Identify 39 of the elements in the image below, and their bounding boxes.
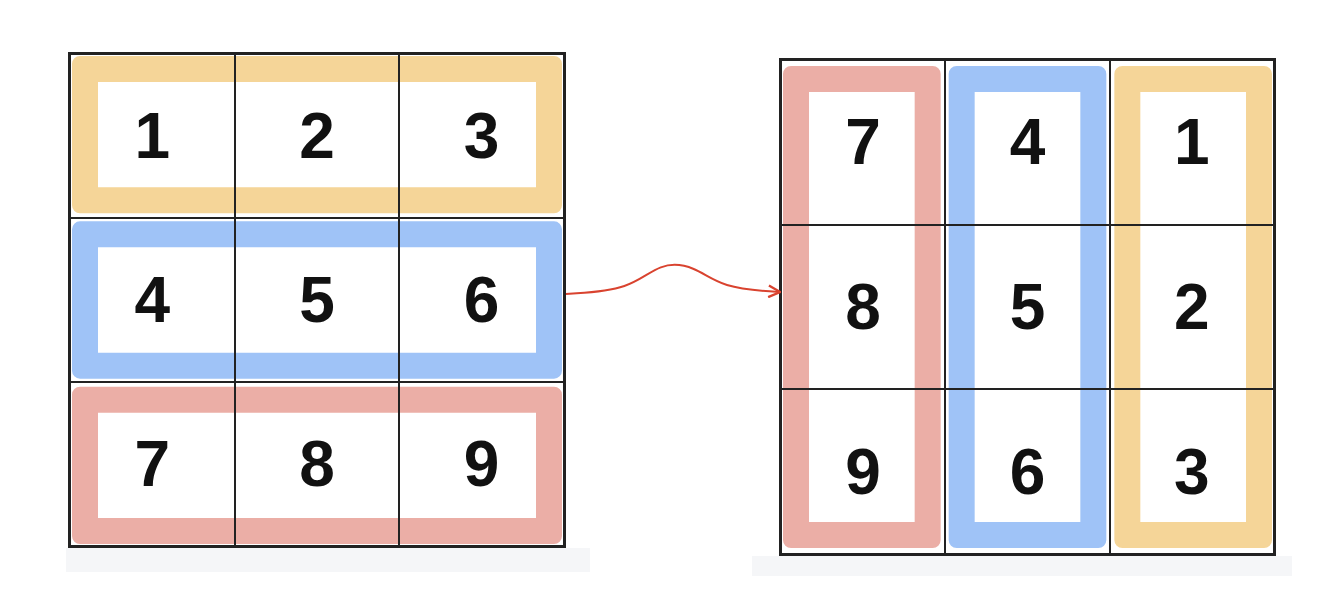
grid-cell xyxy=(70,218,235,382)
cell-number: 5 xyxy=(299,268,335,332)
grid-cell xyxy=(70,54,235,218)
grid-cell xyxy=(70,382,235,546)
cell-number: 7 xyxy=(845,110,881,175)
grid-cell xyxy=(234,382,400,546)
grid-cell xyxy=(945,60,1110,225)
grid-cell xyxy=(945,389,1110,554)
cell-number: 9 xyxy=(845,439,881,504)
cell-number: 4 xyxy=(134,268,171,332)
grid-cell xyxy=(781,389,946,554)
grid xyxy=(68,52,566,548)
grid-cell xyxy=(399,218,564,382)
cell-number: 8 xyxy=(299,432,335,496)
cell-number: 3 xyxy=(463,104,500,168)
grid-cell xyxy=(1109,60,1274,225)
cell-number: 8 xyxy=(845,275,881,339)
cell-number: 2 xyxy=(299,104,335,168)
grid-cell xyxy=(399,54,564,218)
grid-cell xyxy=(234,218,400,382)
grid-cell xyxy=(234,54,400,218)
cell-number: 7 xyxy=(134,432,171,496)
grid xyxy=(779,58,1276,556)
cell-number: 2 xyxy=(1174,275,1210,339)
grid-cell xyxy=(781,224,946,390)
cell-number: 6 xyxy=(1009,439,1046,504)
cell-number: 1 xyxy=(1174,110,1210,175)
cell-number: 9 xyxy=(463,432,500,496)
grid-cell xyxy=(399,382,564,546)
cell-number: 4 xyxy=(1009,110,1046,175)
curved-arrow xyxy=(565,263,782,299)
cell-number: 6 xyxy=(463,268,500,332)
cell-number: 5 xyxy=(1009,275,1046,339)
grid-cell xyxy=(781,60,946,225)
cell-number: 3 xyxy=(1174,439,1210,504)
grid-cell xyxy=(1109,224,1274,390)
cell-number: 1 xyxy=(134,104,171,168)
grid-cell xyxy=(945,224,1110,390)
grid-cell xyxy=(1109,389,1274,554)
